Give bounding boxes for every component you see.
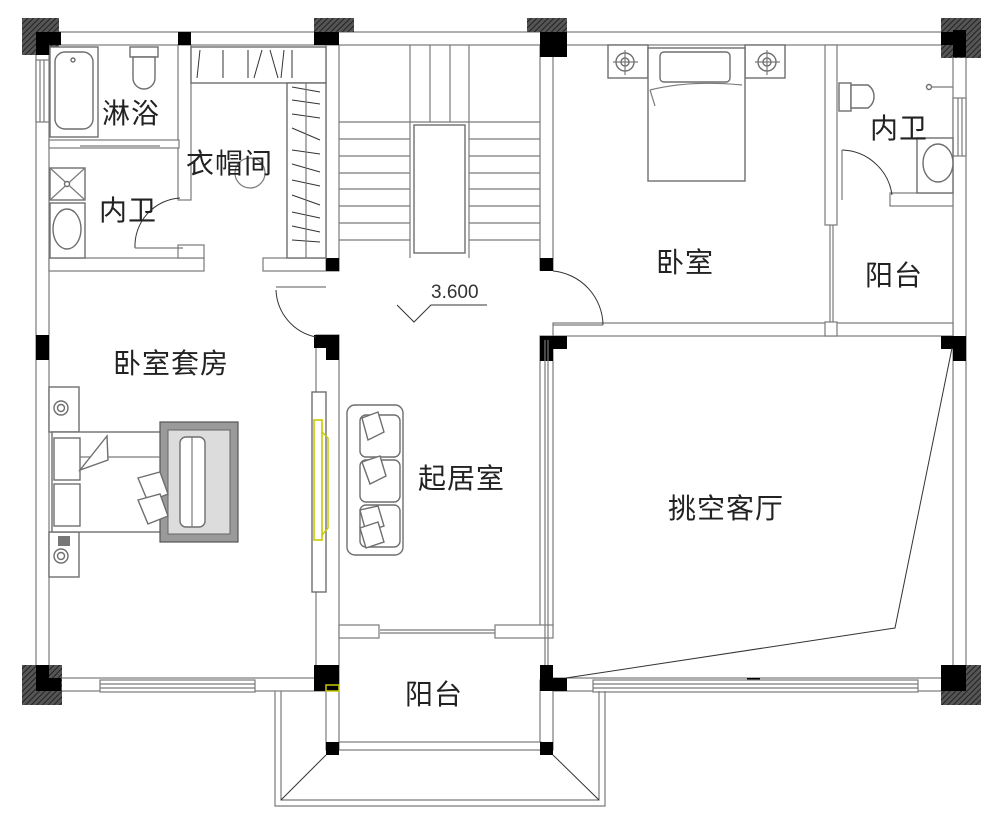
elevation-marker [396, 304, 487, 323]
doors [80, 145, 893, 338]
staircase [339, 45, 540, 258]
room-label-balcony-right: 阳台 [865, 259, 924, 292]
tv-cabinet [311, 391, 329, 593]
room-label-ensuite-bath-right: 内卫 [870, 112, 929, 145]
windows [35, 59, 967, 693]
room-label-family-room: 起居室 [418, 462, 506, 495]
lower-balcony [274, 691, 606, 807]
room-label-balcony-bottom: 阳台 [405, 678, 464, 711]
toilet-left [129, 46, 159, 90]
room-label-cloakroom: 衣帽间 [186, 147, 274, 180]
room-label-shower: 淋浴 [102, 97, 161, 130]
sofa [346, 404, 404, 556]
void-outline [565, 347, 953, 679]
room-label-double-height-living: 挑空客厅 [668, 492, 785, 525]
shower-bathtub [49, 46, 99, 138]
room-label-master-suite: 卧室套房 [113, 347, 230, 380]
washbasin-right [916, 137, 954, 194]
interior-walls [48, 44, 954, 751]
room-label-bedroom: 卧室 [656, 246, 715, 279]
tv-outlet-marker [325, 684, 340, 692]
shower-head-right [925, 83, 953, 91]
floor-elevation-label: 3.600 [431, 282, 479, 303]
bedroom-bed [607, 44, 786, 182]
toilet-right [838, 82, 875, 112]
shower-tray-left [49, 167, 86, 201]
washbasin-left [49, 202, 86, 259]
wardrobe [190, 46, 327, 259]
room-label-ensuite-bath-left: 内卫 [99, 194, 158, 227]
master-bed [48, 386, 239, 578]
